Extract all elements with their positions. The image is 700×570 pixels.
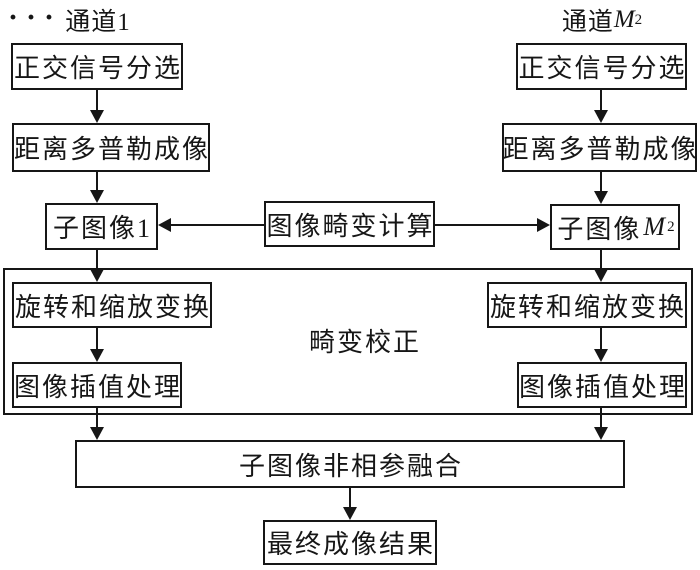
node-final-result: 最终成像结果 [263,520,437,565]
ellipsis-dots: ··· [8,1,63,34]
label-distortion-correction: 畸变校正 [308,327,421,357]
node-fusion: 子图像非相参融合 [75,440,625,488]
node-subimage-m2-sup: 2 [667,218,675,235]
node-subimage-m2-var: M [643,212,666,241]
label-channel-m2-prefix: 通道 [561,9,614,36]
node-distortion-calc: 图像畸变计算 [264,201,435,247]
node-interpolation-left: 图像插值处理 [12,362,182,408]
node-range-doppler-right: 距离多普勒成像 [502,123,697,172]
node-subimage-m2-prefix: 子图像 [557,214,642,244]
node-orthogonal-sorting-left: 正交信号分选 [11,43,183,90]
node-subimage-1: 子图像1 [45,203,158,250]
node-rotation-scaling-right: 旋转和缩放变换 [487,282,687,328]
node-range-doppler-left: 距离多普勒成像 [12,123,210,172]
node-orthogonal-sorting-right: 正交信号分选 [516,43,687,90]
label-channel-m2-var: M [613,6,635,33]
node-interpolation-right: 图像插值处理 [517,362,687,408]
group-distortion-correction [3,268,693,415]
label-channel-m2-sup: 2 [634,11,643,28]
label-channel-1: 通道1 [65,9,131,36]
node-rotation-scaling-left: 旋转和缩放变换 [12,282,212,328]
